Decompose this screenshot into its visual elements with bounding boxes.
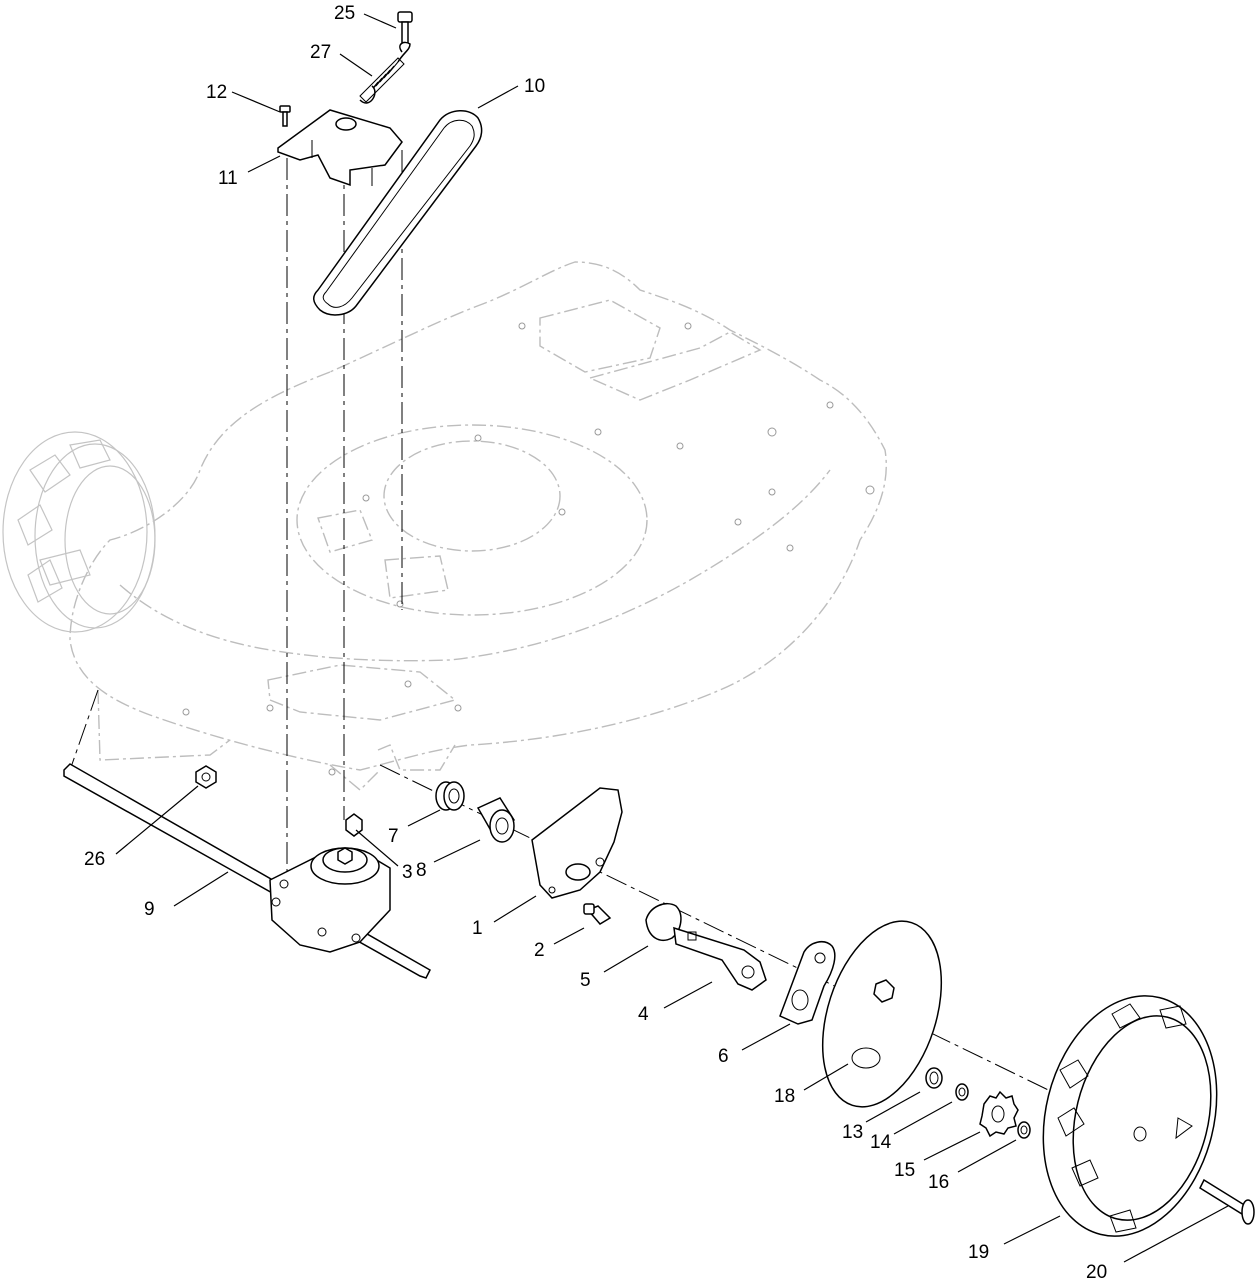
callout-8: 8 bbox=[416, 860, 427, 881]
part-11-belt bbox=[313, 110, 483, 316]
callout-25: 25 bbox=[334, 3, 355, 24]
callout-labels: 25 27 12 11 10 26 9 3 7 8 1 2 5 4 6 18 1… bbox=[84, 3, 1107, 1283]
callout-9: 13 bbox=[842, 1122, 863, 1143]
part-15-pinion-gear bbox=[979, 1090, 1019, 1138]
part-25-bolt bbox=[397, 11, 413, 45]
part-1-mounting-plate bbox=[531, 787, 623, 899]
callout-3: 3 bbox=[402, 862, 413, 883]
callout-5: 5 bbox=[580, 970, 591, 991]
part-20-wheel-bolt bbox=[1199, 1178, 1255, 1225]
part-13-screw bbox=[279, 105, 291, 127]
part-18-drive-plate bbox=[821, 920, 943, 1108]
part-12-idler-bracket bbox=[277, 109, 403, 187]
part-3-nut bbox=[345, 813, 363, 837]
callout-11: 10 bbox=[524, 76, 545, 97]
callout-26: 26 bbox=[84, 849, 105, 870]
part-9-retaining-ring bbox=[925, 1067, 943, 1089]
callout-13: 12 bbox=[206, 82, 227, 103]
callout-2: 2 bbox=[534, 940, 545, 961]
mower-deck-outline bbox=[69, 261, 887, 791]
part-8-bearing bbox=[476, 797, 515, 843]
callout-6: 6 bbox=[718, 1046, 729, 1067]
part-7-bushing bbox=[435, 781, 465, 811]
callout-16: 16 bbox=[928, 1172, 949, 1193]
callout-20: 20 bbox=[1086, 1262, 1107, 1283]
part-6-wheel-bracket bbox=[779, 941, 836, 1025]
part-2-bolt bbox=[583, 903, 612, 925]
part-26-nut bbox=[195, 765, 217, 789]
callout-4: 4 bbox=[638, 1004, 649, 1025]
callout-12: 11 bbox=[218, 168, 238, 189]
part-4-height-adjuster bbox=[673, 926, 767, 991]
part-27-spring bbox=[359, 41, 411, 104]
callout-7: 7 bbox=[388, 826, 399, 847]
callout-10: 9 bbox=[144, 899, 155, 920]
callout-14: 14 bbox=[870, 1132, 892, 1153]
part-16-retaining-ring bbox=[1017, 1121, 1031, 1139]
transmission-assembly bbox=[269, 847, 391, 953]
deck-holes bbox=[182, 322, 875, 776]
part-14-washer bbox=[955, 1083, 969, 1101]
part-5-cap bbox=[645, 902, 682, 941]
part-19-rear-wheel bbox=[1042, 995, 1218, 1237]
callout-15: 15 bbox=[894, 1160, 915, 1181]
callout-1: 1 bbox=[472, 918, 483, 939]
callout-18: 18 bbox=[774, 1086, 795, 1107]
leader-lines bbox=[115, 13, 1229, 1263]
callout-27: 27 bbox=[310, 42, 331, 63]
callout-19: 19 bbox=[968, 1242, 989, 1263]
rear-left-wheel-ghost bbox=[2, 431, 156, 633]
